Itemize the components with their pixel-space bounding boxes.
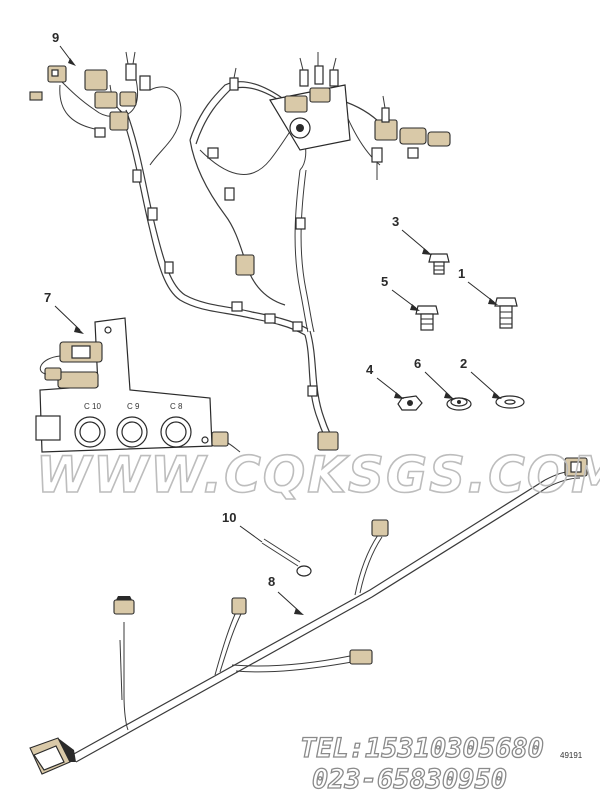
callout-7: 7 xyxy=(44,290,51,305)
top-left-connectors xyxy=(29,51,151,131)
contact-phone: 023-65830950 xyxy=(312,764,507,795)
main-end-connector xyxy=(29,737,76,775)
branch-connector-right xyxy=(349,649,373,665)
harness-clips xyxy=(94,127,318,397)
figure-code: 49191 xyxy=(560,751,583,760)
callout-3: 3 xyxy=(392,214,399,229)
lower-harness-item-8 xyxy=(29,457,588,775)
washer-item-2 xyxy=(495,395,525,409)
callout-5: 5 xyxy=(381,274,388,289)
callouts: 9 7 3 5 1 4 6 2 10 8 xyxy=(44,30,502,615)
upper-engine-harness xyxy=(29,51,451,451)
callout-4: 4 xyxy=(366,362,374,377)
bracket-label-c9: C 9 xyxy=(127,402,140,411)
fasteners xyxy=(397,253,525,411)
callout-1: 1 xyxy=(458,266,465,281)
mid-harness-connector xyxy=(235,254,255,276)
bolt-item-5 xyxy=(415,305,439,331)
bracket-label-c10: C 10 xyxy=(84,402,101,411)
watermark-text: WWW.CQKSGS.COM xyxy=(36,446,600,504)
locknut-item-6 xyxy=(446,397,472,411)
bracket-label-c8: C 8 xyxy=(170,402,183,411)
branch-connector-top xyxy=(371,519,389,537)
tie-strap-item-10 xyxy=(261,538,312,577)
branch-connector-left xyxy=(231,597,247,615)
bolt-item-3 xyxy=(428,253,450,275)
callout-8: 8 xyxy=(268,574,275,589)
connector-bracket-plate: C 10 C 9 C 8 xyxy=(35,317,241,453)
callout-2: 2 xyxy=(460,356,467,371)
right-connector-cluster xyxy=(229,52,451,180)
callout-10: 10 xyxy=(222,510,236,525)
lower-harness-connector xyxy=(317,431,339,451)
contact-tel: TEL:15310305680 xyxy=(300,733,544,764)
callout-9: 9 xyxy=(52,30,59,45)
single-lead-connector xyxy=(113,599,135,615)
nut-item-4 xyxy=(397,395,423,411)
bolt-item-1 xyxy=(494,297,518,329)
callout-6: 6 xyxy=(414,356,421,371)
